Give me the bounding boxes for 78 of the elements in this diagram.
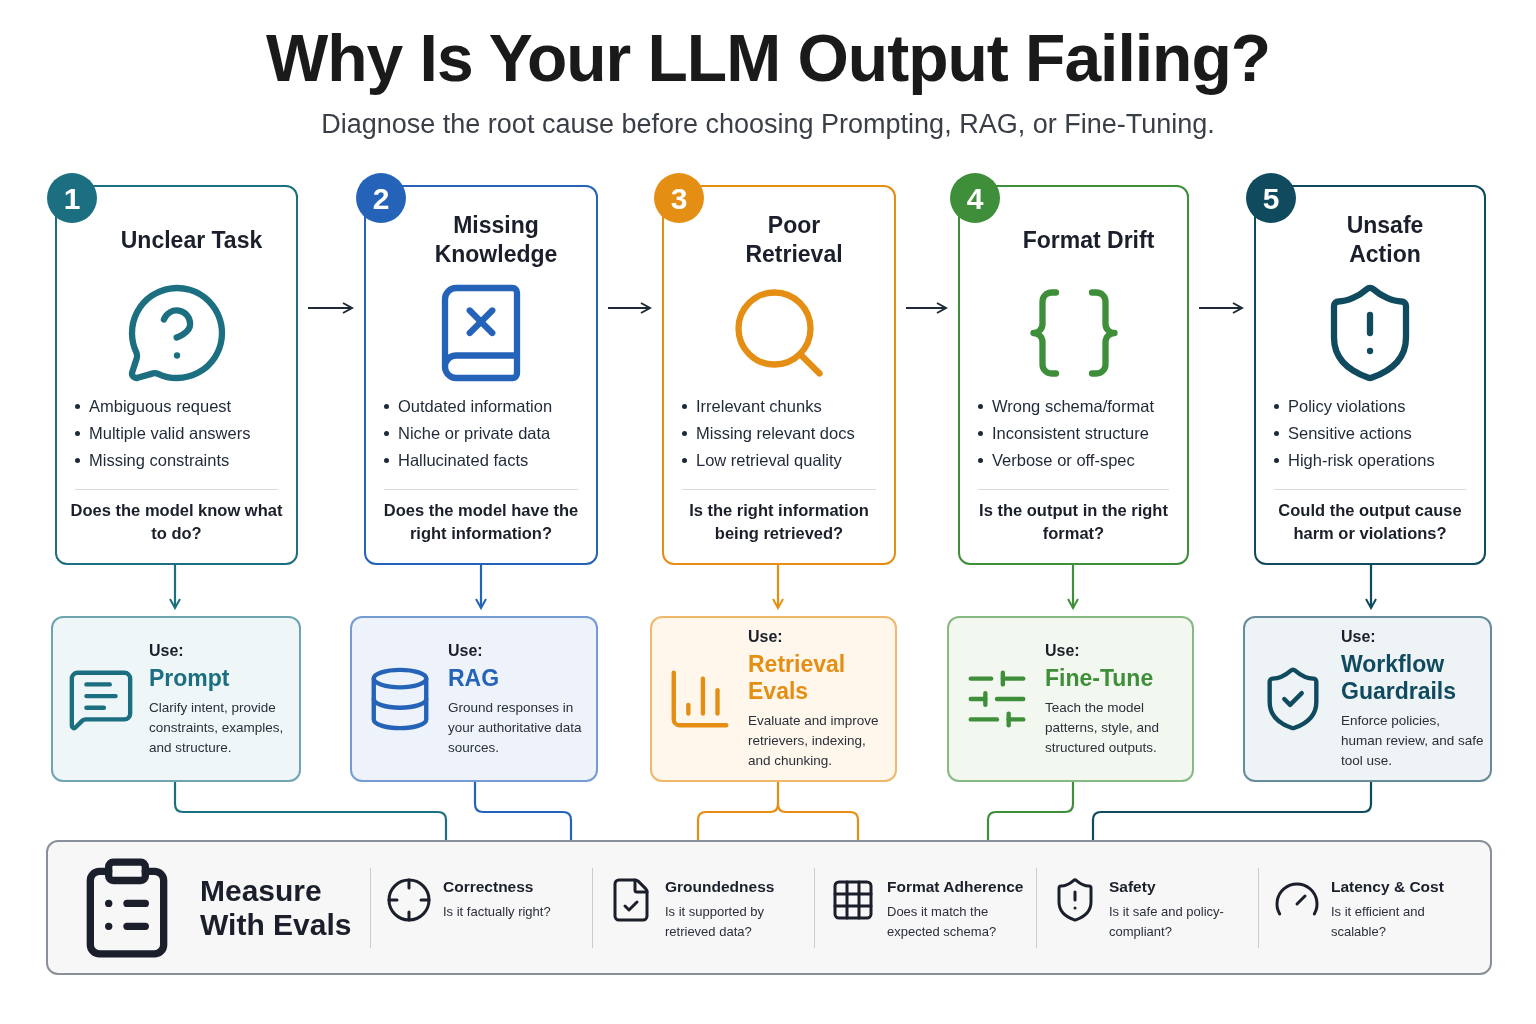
card-title: Missing Knowledge	[433, 211, 559, 269]
metric-question: Is it supported by retrieved data?	[665, 902, 765, 941]
arrow	[608, 302, 651, 314]
card-title: Unsafe Action	[1345, 211, 1425, 269]
bullet-item: Verbose or off-spec	[992, 450, 1135, 471]
bullet-item: Niche or private data	[398, 423, 551, 444]
connector-line	[473, 782, 573, 840]
connector-line	[696, 780, 860, 842]
arrow	[169, 565, 181, 609]
bullet-item: Low retrieval quality	[696, 450, 842, 471]
solution-card	[51, 616, 301, 782]
bullet-item: Ambiguous request	[89, 396, 232, 417]
use-label: Use:	[1045, 640, 1081, 661]
bullet-item: Inconsistent structure	[992, 423, 1149, 444]
panel-heading: Measure With Evals	[200, 873, 353, 942]
step-number-badge: 5	[1246, 173, 1296, 223]
connector-line	[1091, 782, 1373, 840]
bullet-item: Wrong schema/format	[992, 396, 1154, 417]
solution-name: RAG	[448, 664, 501, 692]
solution-name: Fine-Tune	[1045, 664, 1155, 692]
bullet-item: Policy violations	[1288, 396, 1406, 417]
bullet-item: Missing constraints	[89, 450, 230, 471]
solution-description: Teach the model patterns, style, and structured outputs.	[1045, 698, 1161, 757]
bullet-item: Hallucinated facts	[398, 450, 529, 471]
diagnostic-question: Does the model have the right information?	[382, 500, 580, 544]
evals-panel	[46, 840, 1492, 975]
metric-question: Is it factually right?	[443, 902, 551, 921]
metric-name: Safety	[1109, 876, 1157, 897]
bullet-item: Irrelevant chunks	[696, 396, 822, 417]
solution-card	[350, 616, 598, 782]
diagnostic-question: Is the right information being retrieved?	[688, 500, 870, 544]
solution-description: Evaluate and improve retrievers, indexing, and chunking.	[748, 712, 880, 770]
metric-name: Correctness	[443, 876, 535, 897]
arrow	[1067, 565, 1079, 609]
use-label: Use:	[149, 640, 185, 661]
diagnostic-question: Is the output in the right format?	[978, 500, 1169, 544]
solution-description: Ground responses in your authoritative data sources.	[448, 698, 583, 757]
arrow	[1365, 565, 1377, 609]
solution-card	[947, 616, 1194, 782]
step-number-badge: 2	[356, 173, 406, 223]
card-title: Poor Retrieval	[744, 211, 844, 269]
metric-name: Format Adherence	[887, 876, 1025, 897]
use-label: Use:	[1341, 627, 1377, 647]
bullet-item: Missing relevant docs	[696, 423, 855, 444]
arrow	[1199, 302, 1243, 314]
subtitle: Diagnose the root cause before choosing Prompting, RAG, or Fine-Tuning.	[320, 108, 1216, 141]
solution-card	[650, 616, 897, 782]
step-number-badge: 4	[950, 173, 1000, 223]
metric-question: Is it efficient and scalable?	[1331, 902, 1426, 941]
solution-name: Workflow Guardrails	[1341, 651, 1458, 705]
arrow	[772, 565, 784, 609]
arrow	[308, 302, 353, 314]
metric-question: Does it match the expected schema?	[887, 902, 998, 941]
diagnostic-question: Does the model know what to do?	[69, 500, 284, 544]
bullet-item: Outdated information	[398, 396, 553, 417]
card-title: Format Drift	[1022, 225, 1155, 255]
bullet-item: Sensitive actions	[1288, 423, 1412, 444]
bullet-item: High-risk operations	[1288, 450, 1435, 471]
solution-description: Clarify intent, provide constraints, examples, and structure.	[149, 698, 285, 757]
page-title: Why Is Your LLM Output Failing?	[264, 20, 1272, 97]
solution-card	[1243, 616, 1492, 782]
metric-name: Groundedness	[665, 876, 776, 897]
solution-name: Retrieval Evals	[748, 651, 847, 705]
bullet-item: Multiple valid answers	[89, 423, 251, 444]
step-number-badge: 3	[654, 173, 704, 223]
card-title: Unclear Task	[120, 225, 263, 255]
solution-description: Enforce policies, human review, and safe tool use.	[1341, 712, 1484, 770]
metric-question: Is it safe and policy-compliant?	[1109, 902, 1225, 941]
solution-name: Prompt	[149, 664, 231, 692]
use-label: Use:	[448, 640, 484, 661]
arrow	[906, 302, 947, 314]
use-label: Use:	[748, 627, 784, 647]
metric-name: Latency & Cost	[1331, 876, 1445, 897]
diagnostic-question: Could the output cause harm or violations?	[1277, 500, 1463, 544]
connector-line	[173, 782, 448, 840]
arrow	[475, 565, 487, 609]
connector-line	[986, 782, 1075, 840]
step-number-badge: 1	[47, 173, 97, 223]
